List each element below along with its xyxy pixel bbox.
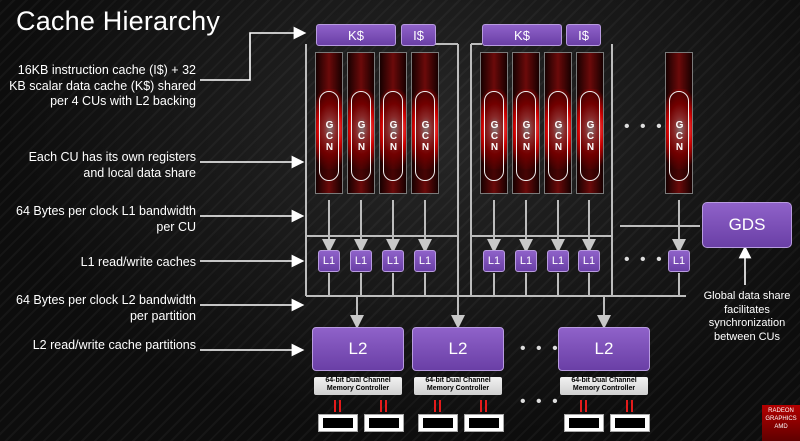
channel-bar [585, 400, 587, 412]
memory-chip [364, 414, 404, 432]
memory-chip [610, 414, 650, 432]
l1-cache: L1 [547, 250, 569, 272]
channel-bar [480, 400, 482, 412]
ellipsis-mc: • • • [520, 393, 561, 410]
ellipsis-l1: • • • [624, 251, 665, 268]
k-cache-box: K$ [316, 24, 396, 46]
compute-unit: GCN [411, 52, 439, 194]
memory-chip [564, 414, 604, 432]
l2-cache: L2 [558, 327, 650, 371]
label-registers: Each CU has its own registers and local … [28, 150, 196, 180]
page-title: Cache Hierarchy [16, 6, 221, 36]
compute-unit: GCN [576, 52, 604, 194]
radeon-logo: RADEON GRAPHICS AMD [762, 405, 800, 441]
l1-cache: L1 [318, 250, 340, 272]
channel-bar [580, 400, 582, 412]
channel-bar [380, 400, 382, 412]
i-cache-box: I$ [401, 24, 436, 46]
compute-unit: GCN [379, 52, 407, 194]
ellipsis-l2: • • • [520, 340, 561, 357]
i-cache-box: I$ [566, 24, 601, 46]
channel-bar [334, 400, 336, 412]
l1-cache: L1 [382, 250, 404, 272]
channel-bar [385, 400, 387, 412]
k-cache-box: K$ [482, 24, 562, 46]
label-l1-caches: L1 read/write caches [80, 255, 196, 269]
gds-description: Global data share facilitates synchroniz… [703, 290, 791, 343]
l2-cache: L2 [312, 327, 404, 371]
ellipsis-cu: • • • [624, 118, 665, 135]
channel-bar [339, 400, 341, 412]
label-l2-partitions: L2 read/write cache partitions [32, 338, 196, 352]
memory-chip [418, 414, 458, 432]
channel-bar [439, 400, 441, 412]
label-l1-bandwidth: 64 Bytes per clock L1 bandwidth per CU [16, 204, 196, 234]
memory-controller: 64-bit Dual Channel Memory Controller [414, 377, 502, 395]
memory-chip [464, 414, 504, 432]
compute-unit: GCN [480, 52, 508, 194]
gds-box: GDS [702, 202, 792, 248]
compute-unit: GCN [544, 52, 572, 194]
memory-controller: 64-bit Dual Channel Memory Controller [560, 377, 648, 395]
l1-cache: L1 [350, 250, 372, 272]
compute-unit: GCN [347, 52, 375, 194]
l1-cache: L1 [483, 250, 505, 272]
l1-cache: L1 [515, 250, 537, 272]
l2-cache: L2 [412, 327, 504, 371]
channel-bar [626, 400, 628, 412]
compute-unit: GCN [665, 52, 693, 194]
l1-cache: L1 [414, 250, 436, 272]
l1-cache: L1 [668, 250, 690, 272]
channel-bar [631, 400, 633, 412]
channel-bar [434, 400, 436, 412]
memory-chip [318, 414, 358, 432]
compute-unit: GCN [315, 52, 343, 194]
label-instruction-cache: 16KB instruction cache (I$) + 32 KB scal… [9, 63, 196, 108]
channel-bar [485, 400, 487, 412]
l1-cache: L1 [578, 250, 600, 272]
memory-controller: 64-bit Dual Channel Memory Controller [314, 377, 402, 395]
compute-unit: GCN [512, 52, 540, 194]
label-l2-bandwidth: 64 Bytes per clock L2 bandwidth per part… [16, 293, 196, 323]
